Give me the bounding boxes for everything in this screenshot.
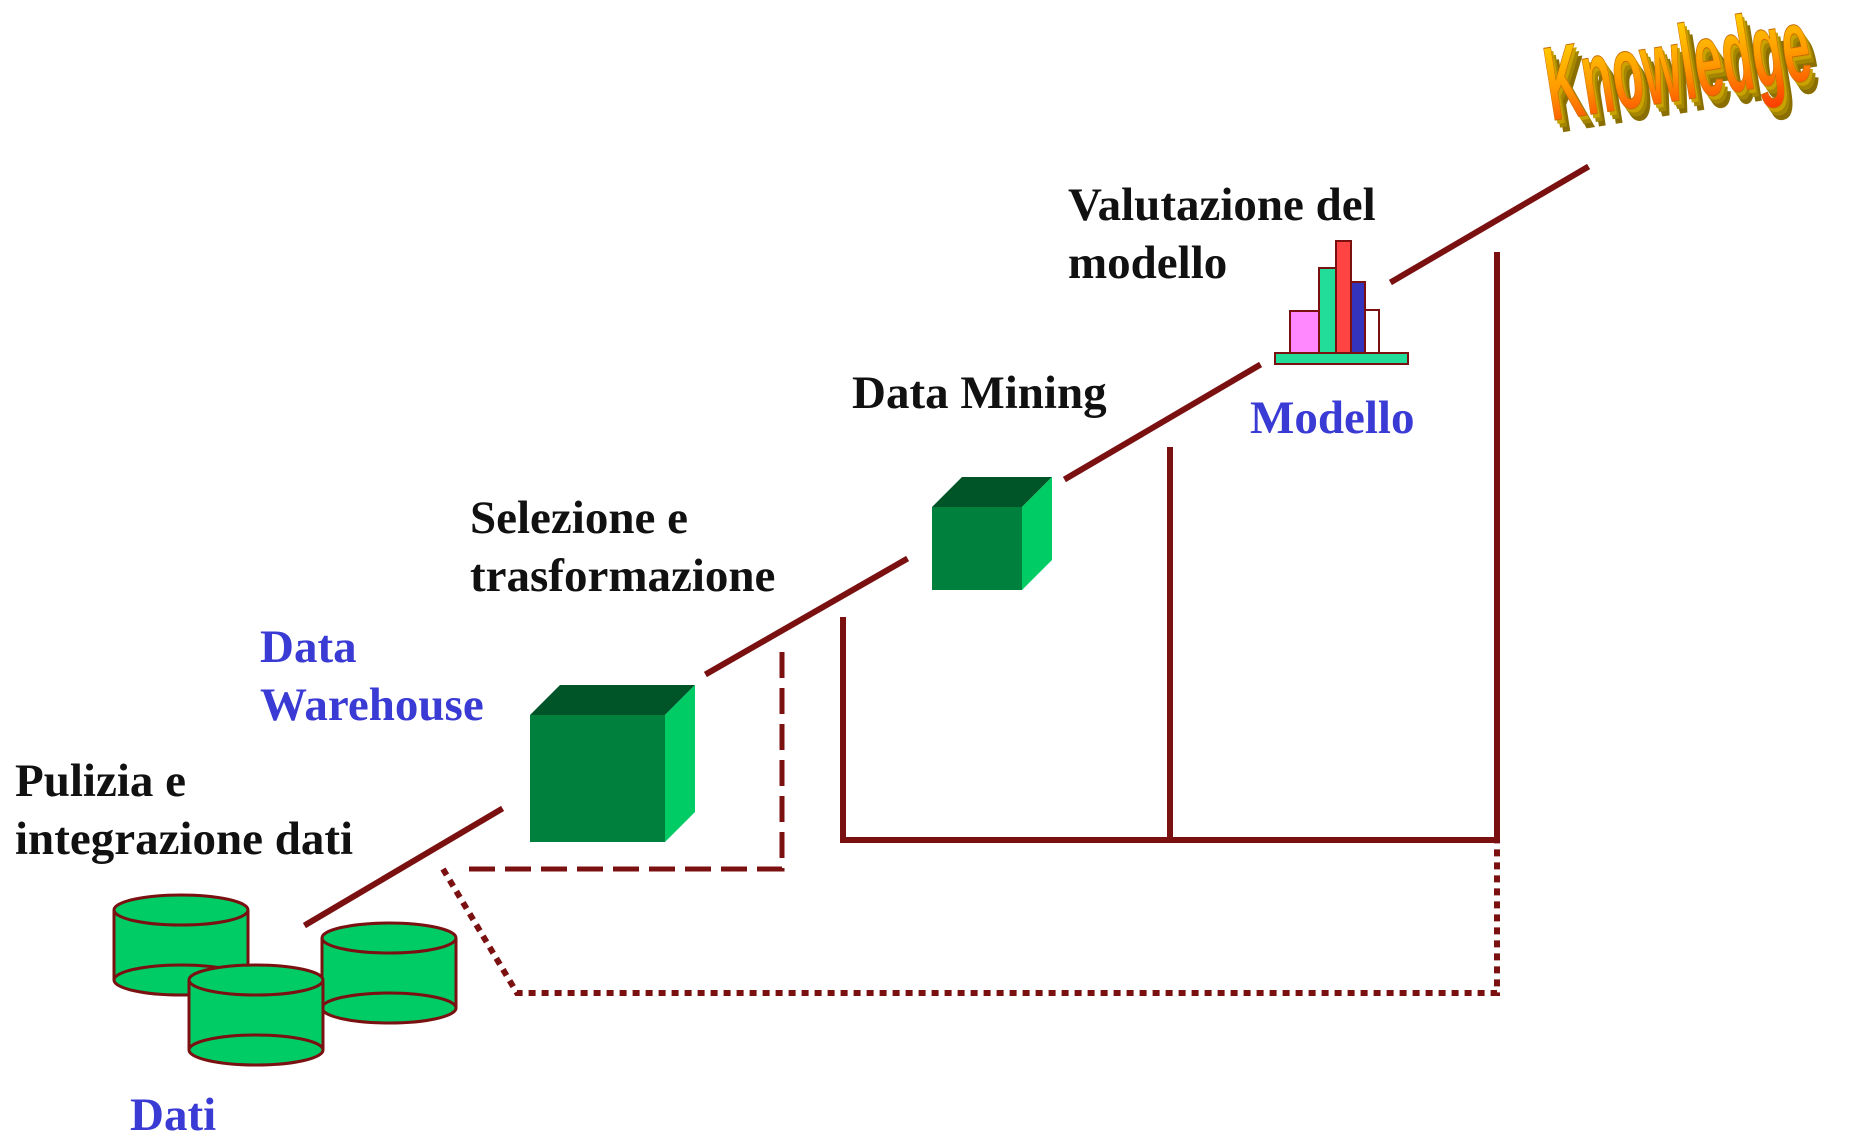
database-cylinder <box>187 963 325 1067</box>
process-path <box>302 163 1591 929</box>
store-label-line: Warehouse <box>260 679 484 731</box>
store-label-line: Data <box>260 621 357 673</box>
store-label-line: Dati <box>130 1089 217 1141</box>
step-label-line: Selezione e <box>470 492 688 544</box>
step-label-line: Data Mining <box>852 367 1107 419</box>
step-bracket-mining <box>840 617 1500 843</box>
step-label-line: modello <box>1068 237 1228 289</box>
path-segment-warehouse-to-selection <box>703 555 910 678</box>
cube-icon <box>530 685 695 842</box>
path-segment-data-to-warehouse <box>302 805 505 929</box>
path-segment-model-to-knowledge <box>1388 163 1591 286</box>
feedback-path-warehouse <box>469 643 785 872</box>
step-label-model-evaluation: Valutazione del modello <box>1068 176 1376 292</box>
database-icon <box>112 893 458 1067</box>
step-label-line: trasformazione <box>470 550 776 602</box>
step-label-cleaning-integration: Pulizia e integrazione dati <box>15 752 353 868</box>
store-label-model: Modello <box>1250 389 1414 447</box>
database-cylinder <box>320 921 458 1025</box>
feedback-path-knowledge <box>440 840 1500 996</box>
path-segment-cube-to-mining <box>1062 361 1263 483</box>
step-label-line: Pulizia e <box>15 755 186 807</box>
bar-chart-icon <box>1274 240 1409 365</box>
step-label-data-mining: Data Mining <box>852 364 1107 422</box>
store-label-data-warehouse: Data Warehouse <box>260 618 484 734</box>
store-label-data: Dati <box>130 1086 216 1144</box>
knowledge-title: Knowledge <box>1537 0 1819 143</box>
knowledge-wordart: Knowledge Knowledge Knowledge Knowledge <box>1536 0 1826 155</box>
cube-icon <box>932 477 1052 590</box>
step-label-line: integrazione dati <box>15 813 354 865</box>
step-label-line: Valutazione del <box>1068 179 1376 231</box>
store-label-line: Modello <box>1250 392 1415 444</box>
step-label-selection-transformation: Selezione e trasformazione <box>470 489 775 605</box>
